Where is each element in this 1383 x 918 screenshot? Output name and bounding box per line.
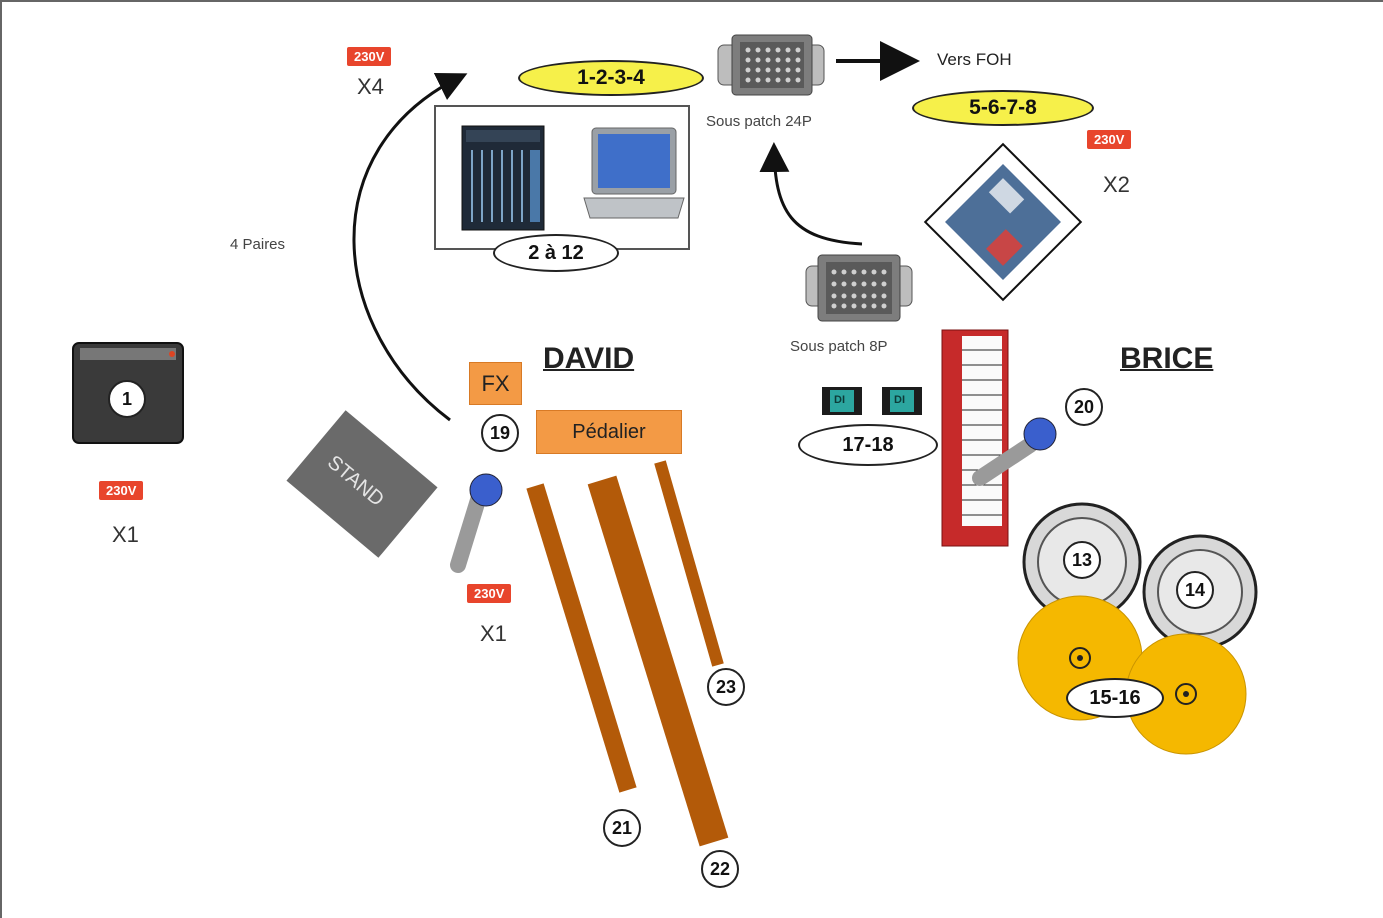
cymbal-right-icon <box>1125 633 1247 755</box>
stagebox-8p-icon <box>805 254 913 322</box>
channel-oval-5-8: 5-6-7-8 <box>912 90 1094 126</box>
multiplier-x1-amp: X1 <box>112 522 139 547</box>
cable-arrow-david <box>352 73 468 422</box>
channel-oval-1-4: 1-2-3-4 <box>518 60 704 96</box>
pedalier-box: Pédalier <box>536 410 682 454</box>
multiplier-x1-center: X1 <box>480 621 507 646</box>
channel-number-23: 23 <box>707 668 745 706</box>
keyboard-icon <box>941 329 1009 547</box>
channel-oval-15-16: 15-16 <box>1066 678 1164 718</box>
pipe-bar-21 <box>526 483 637 793</box>
channel-oval-17-18: 17-18 <box>798 424 938 466</box>
stand-icon <box>286 410 438 558</box>
power-badge-center: 230V <box>467 584 512 603</box>
subpatch-8-label: Sous patch 8P <box>790 338 888 355</box>
mixer-icon <box>461 125 545 231</box>
multiplier-x4: X4 <box>357 74 384 99</box>
laptop-icon <box>583 127 685 219</box>
paires-label: 4 Paires <box>230 236 286 253</box>
foh-label: Vers FOH <box>937 50 1012 69</box>
pipe-bar-22 <box>587 475 729 847</box>
channel-number-22: 22 <box>701 850 739 888</box>
channel-number-13: 13 <box>1063 541 1101 579</box>
power-badge-x2: 230V <box>1087 130 1132 149</box>
power-badge-amp: 230V <box>99 481 144 500</box>
channel-number-19: 19 <box>481 414 519 452</box>
power-badge-x4: 230V <box>347 47 392 66</box>
musician-david: DAVID <box>543 342 635 375</box>
cable-arrow-subpatch <box>759 142 863 246</box>
pipe-bars <box>526 460 729 847</box>
pipe-bar-23 <box>654 460 724 667</box>
di-label-1: DI <box>834 394 845 406</box>
multiplier-x2: X2 <box>1103 172 1130 197</box>
di-box-icon-2 <box>882 387 922 415</box>
musician-brice: BRICE <box>1120 342 1214 375</box>
microphone-brice-icon <box>972 417 1057 486</box>
channel-number-21: 21 <box>603 809 641 847</box>
amp-channel-number: 1 <box>108 380 146 418</box>
channel-number-20: 20 <box>1065 388 1103 426</box>
channel-number-14: 14 <box>1176 571 1214 609</box>
di-label-2: DI <box>894 394 905 406</box>
subpatch-24-label: Sous patch 24P <box>706 113 812 130</box>
stagebox-24p-icon <box>717 34 825 96</box>
channel-oval-2-12: 2 à 12 <box>493 234 619 272</box>
microphone-david-icon <box>450 473 503 573</box>
fx-box: FX <box>469 362 522 405</box>
effects-unit-icon <box>923 142 1083 302</box>
di-box-icon <box>822 387 862 415</box>
